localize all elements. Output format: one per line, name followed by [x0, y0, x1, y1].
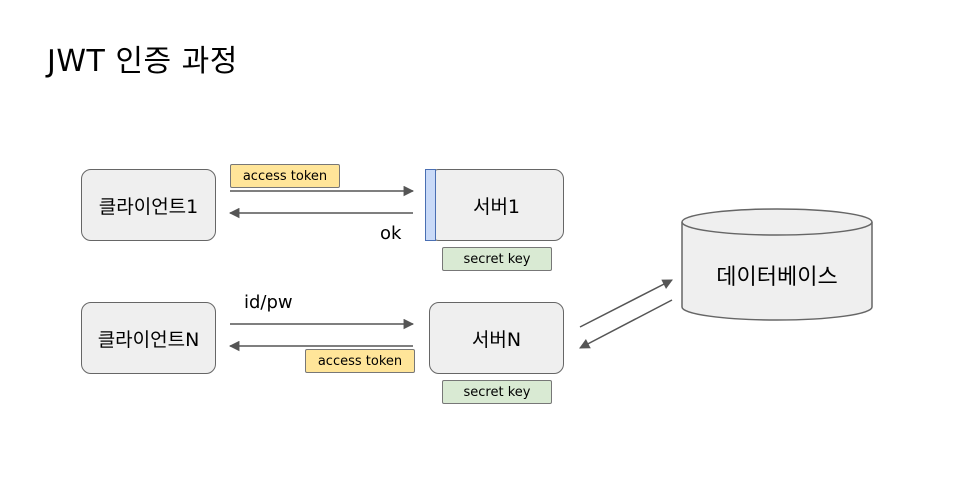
page-title: JWT 인증 과정: [47, 44, 238, 79]
access-token-tag-bottom: access token: [305, 349, 415, 373]
selection-handle[interactable]: [425, 169, 436, 241]
client-1-label: 클라이언트1: [98, 195, 199, 218]
access-token-tag-top: access token: [230, 164, 340, 188]
arrow-serverN-to-database: [579, 279, 673, 328]
client-n-node[interactable]: 클라이언트N: [81, 302, 216, 374]
arrow-database-to-serverN: [579, 299, 673, 349]
secret-key-tag-1: secret key: [442, 247, 552, 271]
ok-label: ok: [380, 223, 402, 244]
client-n-label: 클라이언트N: [97, 328, 200, 351]
server-1-node[interactable]: 서버1: [429, 169, 564, 241]
id-pw-label: id/pw: [244, 292, 293, 313]
server-n-label: 서버N: [471, 328, 522, 351]
secret-key-tag-n: secret key: [442, 380, 552, 404]
database-cylinder: [681, 208, 873, 321]
server-n-node[interactable]: 서버N: [429, 302, 564, 374]
client-1-node[interactable]: 클라이언트1: [81, 169, 216, 241]
server-1-label: 서버1: [472, 195, 521, 218]
database-label: 데이터베이스: [716, 265, 838, 290]
